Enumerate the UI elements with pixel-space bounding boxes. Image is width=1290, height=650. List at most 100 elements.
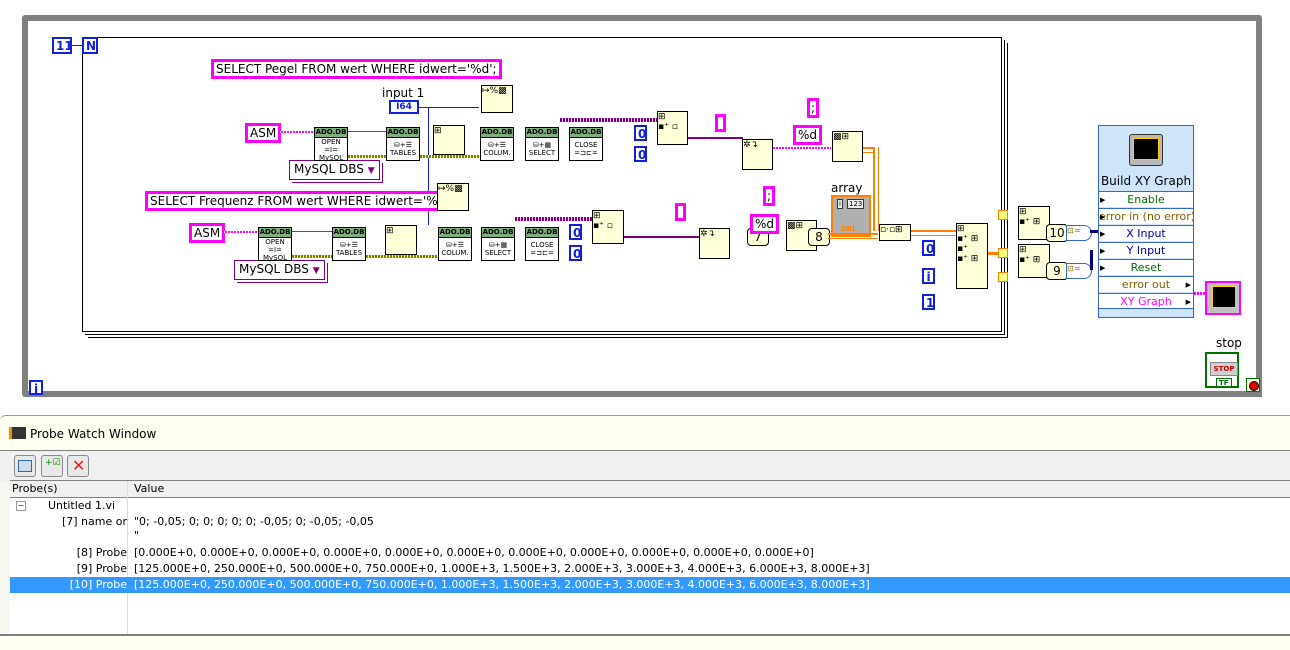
loop-count-constant[interactable]: 11: [52, 37, 73, 54]
reset-terminal[interactable]: ▶Reset: [1099, 259, 1193, 275]
probe-name: [7] name or: [61, 515, 127, 528]
column-header-value[interactable]: Value: [134, 482, 165, 495]
error-in-terminal[interactable]: ▶error in (no error): [1099, 208, 1193, 224]
convert-to-dynamic-data-icon[interactable]: ⊡≍: [1066, 225, 1092, 241]
wire: [624, 236, 700, 238]
ado-label: ⛁+▦SELECT: [484, 241, 512, 257]
empty-string-constant[interactable]: [715, 114, 726, 132]
stop-button-terminal[interactable]: STOP TF: [1205, 352, 1239, 388]
probe-window-titlebar[interactable]: Probe Watch Window: [0, 415, 1290, 450]
index-constant[interactable]: 0: [569, 224, 582, 240]
delete-probe-button[interactable]: ✕: [67, 455, 89, 477]
provider-ring-top[interactable]: MySQL DBS ▼: [289, 160, 380, 180]
asm-constant-bottom[interactable]: ASM: [189, 223, 226, 243]
index-array-fn[interactable]: ⊞▪⁺ ⊞: [1018, 206, 1050, 240]
collapse-icon[interactable]: −: [16, 501, 26, 511]
index-constant[interactable]: 0: [634, 146, 647, 162]
probe-row[interactable]: [7] name or "0; -0,05; 0; 0; 0; 0; 0; -0…: [10, 514, 1290, 530]
ado-header: ADO.DB: [482, 228, 514, 238]
column-header-probes[interactable]: Probe(s): [12, 482, 58, 495]
y-input-terminal[interactable]: ▶Y Input: [1099, 242, 1193, 258]
index-constant[interactable]: 1: [922, 294, 935, 310]
probe-name: [9] Probe: [76, 562, 127, 575]
probe-row[interactable]: [9] Probe [125.000E+0, 250.000E+0, 500.0…: [10, 561, 1290, 577]
dropdown-arrow-icon: ▼: [367, 166, 375, 176]
index-array-fn[interactable]: ⊞▪⁺ ▫: [592, 210, 624, 244]
spreadsheet-string-to-array-fn[interactable]: ▩⊞: [832, 131, 863, 162]
index-constant[interactable]: 0: [569, 245, 582, 261]
index-array-2d-fn[interactable]: ⊞▪⁺ ⊞▪⁺▪⁺ ⊞: [956, 223, 988, 289]
ado-select-top[interactable]: ADO.DB⛁+▦SELECT: [525, 127, 559, 161]
output-tunnel[interactable]: [998, 248, 1008, 258]
probe-value: [125.000E+0, 250.000E+0, 500.000E+0, 750…: [134, 578, 870, 591]
ado-select-bottom[interactable]: ADO.DB ⛁+▦SELECT: [481, 227, 515, 261]
wire: [348, 155, 386, 158]
index-constant[interactable]: 0: [922, 240, 935, 256]
wire: [428, 107, 429, 225]
new-probe-button[interactable]: [14, 455, 36, 477]
empty-string-constant[interactable]: [675, 203, 686, 221]
delimiter-constant[interactable]: ;: [763, 186, 776, 206]
provider-ring-bottom[interactable]: MySQL DBS ▼: [234, 260, 325, 280]
array-indicator[interactable]: i 123 DBL: [831, 195, 871, 237]
format-into-string-fn[interactable]: ↦%▩: [437, 183, 469, 211]
asm-constant-top[interactable]: ASM: [245, 123, 282, 143]
probe-9-marker[interactable]: 9: [1046, 262, 1068, 280]
enable-terminal[interactable]: ▶Enable: [1099, 191, 1193, 207]
build-xy-graph-express-vi[interactable]: Build XY Graph ▶Enable ▶error in (no err…: [1098, 125, 1194, 318]
index-array-fn[interactable]: ⊞: [433, 125, 465, 155]
probe-name: [10] Probe: [69, 578, 127, 591]
build-array-fn[interactable]: ▫·▫⊞: [879, 224, 911, 241]
xy-graph-terminal[interactable]: XY Graph▶: [1099, 293, 1193, 309]
x-input-terminal[interactable]: ▶X Input: [1099, 225, 1193, 241]
probe-row[interactable]: [8] Probe [0.000E+0, 0.000E+0, 0.000E+0,…: [10, 545, 1290, 561]
frequenz-query-constant[interactable]: SELECT Frequenz FROM wert WHERE idwert='…: [145, 191, 458, 211]
index-constant[interactable]: 0: [634, 125, 647, 141]
error-out-terminal[interactable]: error out▶: [1099, 276, 1193, 292]
select-probes-button[interactable]: +☑: [41, 455, 63, 477]
probe-list[interactable]: Probe(s) Value − Untitled 1.vi [7] name …: [10, 480, 1290, 634]
probe-8-marker[interactable]: 8: [808, 228, 830, 246]
index-array-fn[interactable]: ⊞▪⁺ ▫: [657, 111, 688, 145]
ado-tables-bottom[interactable]: ADO.DB⛁+☰TABLES: [332, 227, 366, 261]
input-1-control[interactable]: I64: [389, 100, 419, 114]
pegel-query-constant[interactable]: SELECT Pegel FROM wert WHERE idwert='%d'…: [211, 59, 502, 79]
format-into-string-fn[interactable]: ↦%▩: [481, 85, 513, 113]
probe-watch-window[interactable]: Probe Watch Window +☑ ✕ Probe(s) Value −…: [0, 415, 1290, 650]
column-separator[interactable]: [127, 481, 128, 634]
spreadsheet-to-string-fn[interactable]: ✲↴: [742, 139, 773, 170]
xy-graph-indicator[interactable]: [1205, 281, 1241, 315]
convert-to-dynamic-data-icon[interactable]: ⊡≍: [1066, 263, 1092, 279]
block-diagram[interactable]: i 11 N SELECT Pegel FROM wert WHERE idwe…: [0, 0, 1290, 408]
loop-condition-terminal[interactable]: [1246, 378, 1260, 392]
ado-columns-top[interactable]: ADO.DB⛁+☰COLUM.: [480, 127, 514, 161]
tree-root-row[interactable]: − Untitled 1.vi: [10, 498, 1290, 514]
format-constant[interactable]: %d: [793, 125, 823, 145]
output-tunnel[interactable]: [998, 210, 1008, 220]
probe-10-marker[interactable]: 10: [1046, 224, 1068, 242]
loop-count-terminal[interactable]: N: [82, 37, 98, 54]
ado-tables-top[interactable]: ADO.DB⛁+☰TABLES: [386, 127, 420, 161]
format-constant[interactable]: %d: [750, 214, 780, 234]
output-tunnel[interactable]: [998, 272, 1008, 282]
while-iteration-terminal[interactable]: i: [29, 380, 43, 396]
wire: [560, 118, 658, 122]
ado-label: ⛁+▦SELECT: [528, 141, 556, 157]
for-loop[interactable]: [82, 37, 1002, 332]
loop-index-terminal[interactable]: i: [922, 268, 935, 284]
array-index[interactable]: i: [837, 199, 843, 209]
ado-columns-bottom[interactable]: ADO.DB⛁+☰COLUM.: [438, 227, 472, 261]
express-vi-title: Build XY Graph: [1100, 174, 1192, 188]
probe-row-selected[interactable]: [10] Probe [125.000E+0, 250.000E+0, 500.…: [10, 577, 1290, 593]
wire: [1194, 292, 1206, 295]
delimiter-constant[interactable]: ;: [807, 98, 820, 118]
index-array-fn[interactable]: ⊞: [385, 225, 417, 255]
wire: [773, 147, 831, 149]
spreadsheet-to-string-fn[interactable]: ✲↴: [699, 228, 730, 259]
index-array-fn[interactable]: ⊞▪⁺ ⊞: [1018, 244, 1050, 278]
array-type-icon: 123: [847, 199, 865, 209]
